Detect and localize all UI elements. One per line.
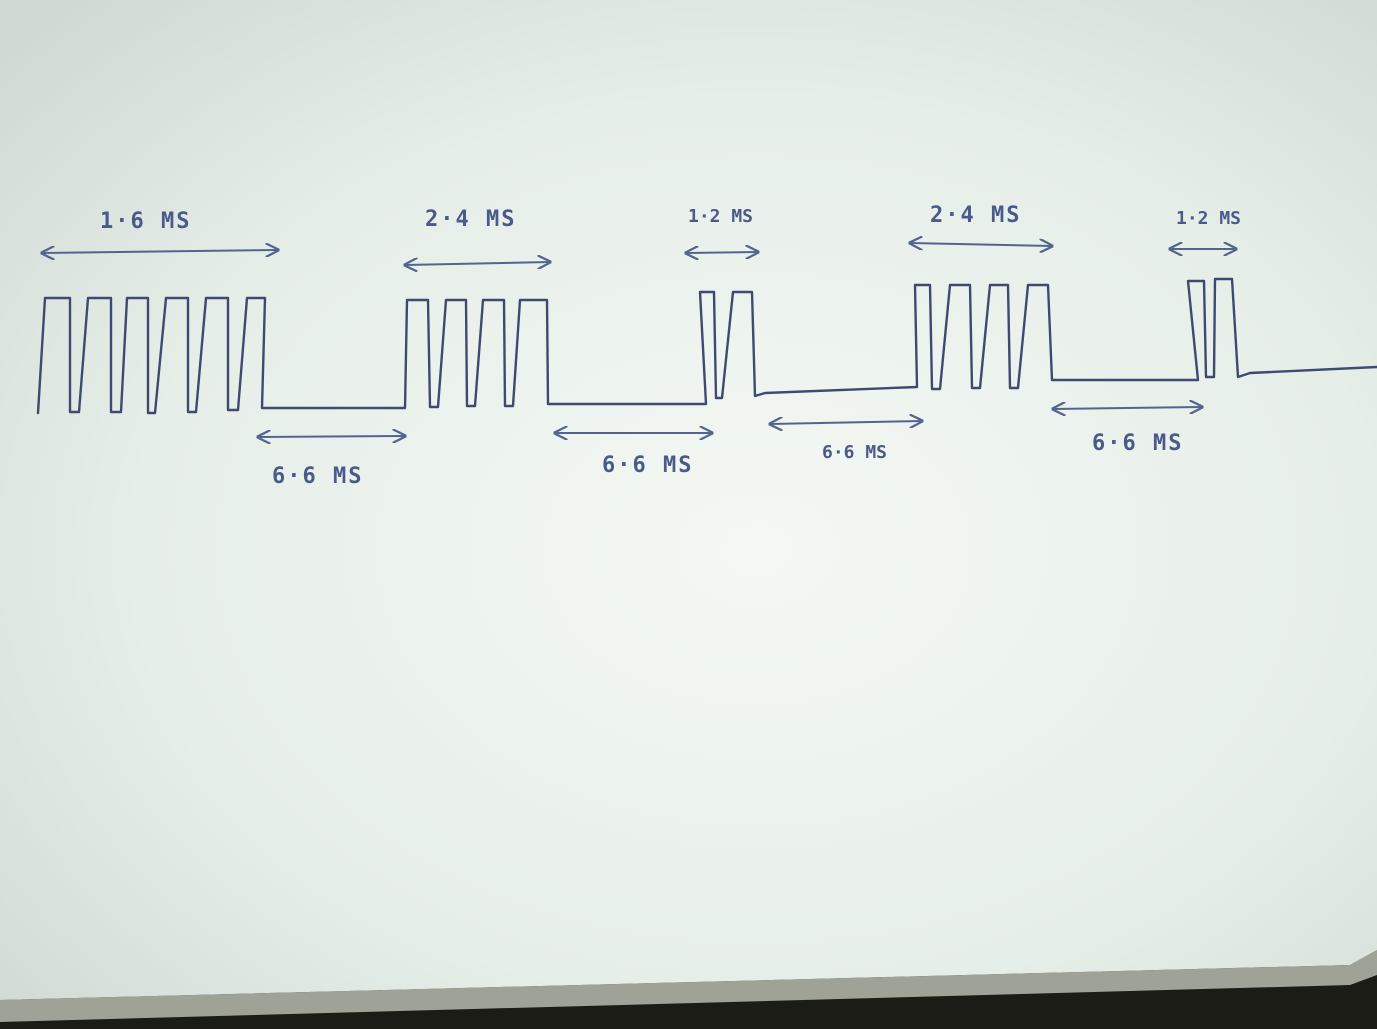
bottom-label-4: 6·6 MS bbox=[1092, 431, 1183, 456]
top-span-arrow-2 bbox=[405, 262, 550, 265]
pulse-waveform bbox=[36, 277, 1377, 415]
paper-sheet bbox=[0, 0, 1377, 1000]
top-label-4: 2·4 MS bbox=[930, 203, 1021, 228]
top-label-3: 1·2 MS bbox=[688, 206, 753, 227]
bottom-span-arrow-1 bbox=[258, 436, 405, 437]
bottom-label-2: 6·6 MS bbox=[602, 453, 693, 478]
bottom-label-3: 6·6 MS bbox=[822, 442, 887, 463]
top-span-arrow-3 bbox=[686, 252, 758, 253]
top-label-1: 1·6 MS bbox=[100, 209, 191, 234]
bottom-span-arrow-3 bbox=[770, 421, 922, 424]
bottom-label-1: 6·6 MS bbox=[272, 464, 363, 489]
paper-edge bbox=[0, 950, 1377, 1022]
top-span-arrow-4 bbox=[910, 243, 1052, 246]
bottom-span-arrow-4 bbox=[1053, 407, 1202, 409]
top-span-arrow-1 bbox=[42, 250, 278, 253]
top-label-5: 1·2 MS bbox=[1176, 208, 1241, 229]
top-label-2: 2·4 MS bbox=[425, 207, 516, 232]
